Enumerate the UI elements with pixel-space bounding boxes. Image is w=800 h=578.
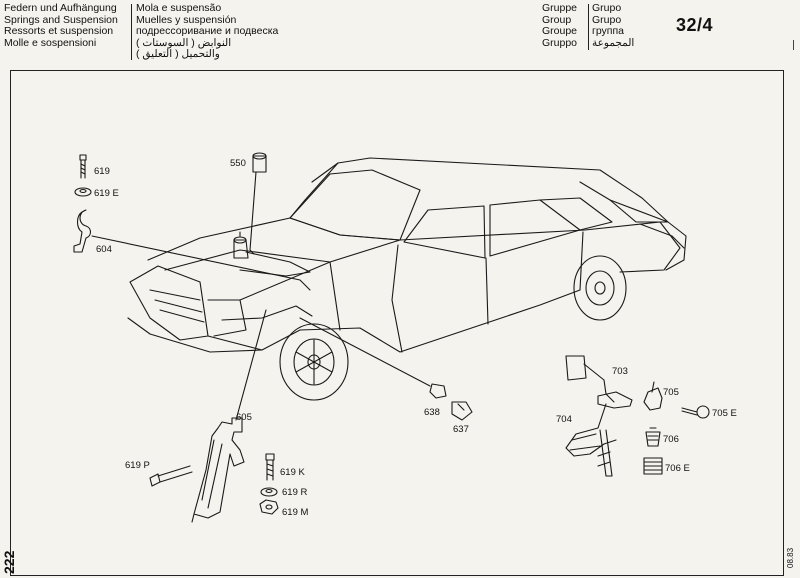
label-605: 605	[236, 412, 252, 423]
label-637: 637	[453, 424, 469, 435]
part-619E-drawing	[74, 187, 92, 197]
part-619P-drawing	[149, 465, 193, 487]
rear-wheel	[573, 255, 627, 321]
title-es: Muelles y suspensión	[136, 13, 237, 26]
car-outline	[127, 157, 687, 353]
label-705E: 705 E	[712, 408, 737, 419]
group-labels-b: Grupo Grupo группа المجموعة	[592, 2, 635, 49]
part-619R-drawing	[260, 487, 278, 497]
header-divider	[131, 4, 132, 60]
title-de: Federn und Aufhängung	[4, 2, 117, 14]
page-number: 222	[1, 550, 17, 574]
label-619K: 619 K	[280, 467, 305, 478]
part-638-drawing	[299, 317, 447, 399]
part-703-704-drawing	[565, 355, 633, 477]
part-619K-drawing	[265, 453, 275, 481]
label-705: 705	[663, 387, 679, 398]
label-604: 604	[96, 244, 112, 255]
label-706: 706	[663, 434, 679, 445]
part-637-drawing	[451, 401, 473, 421]
part-706-drawing	[645, 427, 661, 447]
part-604-drawing	[73, 209, 311, 291]
group-label-ar: المجموعة	[592, 36, 635, 49]
front-wheel	[279, 323, 349, 401]
label-706E: 706 E	[665, 463, 690, 474]
title-fr: Ressorts et suspension	[4, 25, 114, 38]
title-pt: Mola e suspensão	[136, 2, 222, 14]
group-label-es: Grupo	[592, 13, 622, 26]
title-ru: подрессоривание и подвеска	[136, 25, 279, 38]
group-label-de: Gruppe	[542, 2, 578, 14]
label-703: 703	[612, 366, 628, 377]
group-label-fr: Groupe	[542, 25, 578, 38]
part-605-drawing	[191, 305, 313, 523]
header-left-titles: Federn und Aufhängung Springs and Suspen…	[4, 2, 118, 49]
label-619R: 619 R	[282, 487, 308, 498]
label-619M: 619 M	[282, 507, 309, 518]
group-label-ru: группа	[592, 25, 625, 38]
label-550: 550	[230, 158, 246, 169]
header-middle-titles: Mola e suspensão Muelles y suspensión по…	[136, 2, 279, 61]
part-705E-drawing	[681, 405, 710, 419]
label-619: 619	[94, 166, 110, 177]
part-619-drawing	[79, 154, 87, 179]
group-number: 32/4	[676, 15, 714, 35]
date-code: 08.83	[786, 547, 795, 568]
title-ar-1: النوابض ( السوستات )	[136, 36, 232, 49]
title-ar-2: والتحميل ( التعليق )	[136, 48, 220, 61]
part-706E-drawing	[643, 457, 663, 475]
title-it: Molle e sospensioni	[4, 36, 97, 49]
title-en: Springs and Suspension	[4, 13, 118, 26]
part-705-drawing	[643, 381, 663, 411]
corner-mark	[793, 40, 799, 50]
group-label-it: Gruppo	[542, 36, 578, 49]
diagram-frame	[10, 70, 784, 576]
label-638: 638	[424, 407, 440, 418]
label-619P: 619 P	[125, 460, 150, 471]
label-619E: 619 E	[94, 188, 119, 199]
group-divider	[588, 4, 589, 50]
part-619M-drawing	[259, 499, 279, 515]
group-label-pt: Grupo	[592, 2, 622, 14]
label-704: 704	[556, 414, 572, 425]
group-label-en: Group	[542, 13, 572, 26]
group-labels-a: Gruppe Group Groupe Gruppo	[542, 2, 578, 49]
